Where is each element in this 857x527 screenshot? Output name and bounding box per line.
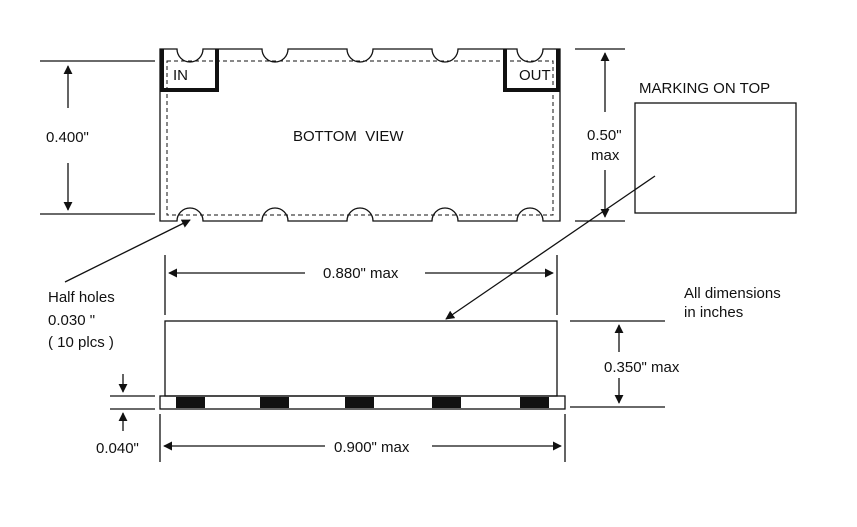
half-holes-line2: 0.030 " (48, 312, 95, 329)
pad-3 (345, 397, 374, 408)
marking-on-top: MARKING ON TOP (445, 80, 797, 320)
pad-5 (520, 397, 549, 408)
side-view-base (159, 395, 566, 410)
bottom-view-outline (159, 48, 561, 222)
base-thickness-dimension: 0.040" (96, 374, 155, 457)
body-width-dimension-label: 0.880" max (323, 265, 399, 282)
bottom-view-dashed-outline (166, 60, 554, 216)
in-pad-label: IN (173, 67, 188, 84)
height-dimension-left: 0.400" (40, 60, 155, 215)
half-holes-line1: Half holes (48, 289, 115, 306)
half-holes-leader (64, 219, 191, 283)
half-holes-line3: ( 10 plcs ) (48, 334, 114, 351)
pad-4 (432, 397, 461, 408)
out-pad (503, 49, 560, 92)
bottom-view: IN OUT BOTTOM VIEW (159, 48, 561, 222)
units-note: All dimensions in inches (684, 285, 781, 321)
side-view-body (164, 320, 558, 397)
side-height-dimension-label: 0.350" max (604, 359, 680, 376)
body-width-dimension: 0.880" max (164, 255, 558, 315)
height-max-dimension: 0.50" max (575, 48, 625, 222)
side-view-pads (176, 397, 549, 408)
out-pad-label: OUT (519, 67, 551, 84)
height-dimension-left-label: 0.400" (46, 129, 89, 146)
side-height-dimension: 0.350" max (570, 320, 680, 408)
pad-1 (176, 397, 205, 408)
marking-leader (445, 175, 656, 320)
in-pad (160, 49, 219, 92)
height-max-dimension-suffix: max (591, 147, 620, 164)
base-thickness-dimension-label: 0.040" (96, 440, 139, 457)
base-width-dimension: 0.900" max (159, 414, 566, 462)
marking-box (634, 102, 797, 214)
marking-label: MARKING ON TOP (639, 80, 770, 97)
bottom-view-title: BOTTOM VIEW (293, 128, 404, 145)
base-width-dimension-label: 0.900" max (334, 439, 410, 456)
units-note-line2: in inches (684, 304, 743, 321)
height-max-dimension-label: 0.50" (587, 127, 622, 144)
units-note-line1: All dimensions (684, 285, 781, 302)
pad-2 (260, 397, 289, 408)
side-view (159, 320, 566, 410)
half-holes-note: Half holes 0.030 " ( 10 plcs ) (48, 219, 191, 351)
